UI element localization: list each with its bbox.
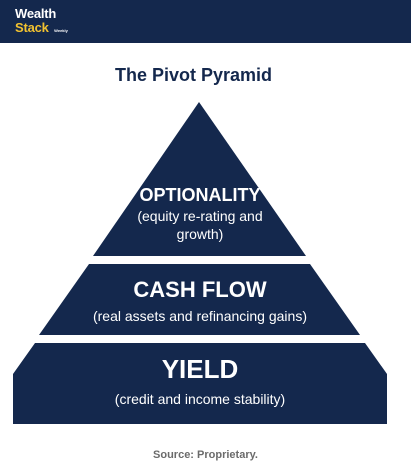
logo-row-stack: Stack Weekly (15, 20, 68, 36)
wealth-stack-logo[interactable]: Wealth Stack Weekly (15, 7, 68, 36)
tier-middle-label: CASH FLOW (133, 277, 267, 302)
tier-bottom-text: YIELD (credit and income stability) (30, 354, 370, 408)
tier-top-description: (equity re-rating and growth) (137, 207, 263, 243)
pyramid-tier-top (93, 102, 306, 256)
pyramid-tier-middle (39, 264, 360, 335)
tier-middle-text: CASH FLOW (real assets and refinancing g… (55, 277, 345, 325)
tier-top-label: OPTIONALITY (139, 185, 261, 205)
tier-middle-description: (real assets and refinancing gains) (92, 308, 307, 325)
tier-top-text: OPTIONALITY (equity re-rating and growth… (120, 185, 280, 244)
logo-word-weekly: Weekly (54, 28, 68, 33)
source-caption: Source: Proprietary. (153, 449, 258, 461)
diagram-title: The Pivot Pyramid (114, 65, 273, 85)
tier-bottom-label: YIELD (161, 354, 239, 384)
header-bar: Wealth Stack Weekly (0, 0, 411, 43)
tier-bottom-description: (credit and income stability) (114, 391, 286, 408)
logo-word-wealth: Wealth (15, 6, 57, 21)
logo-word-stack: Stack (15, 20, 49, 35)
pyramid-tier-bottom (13, 343, 387, 424)
